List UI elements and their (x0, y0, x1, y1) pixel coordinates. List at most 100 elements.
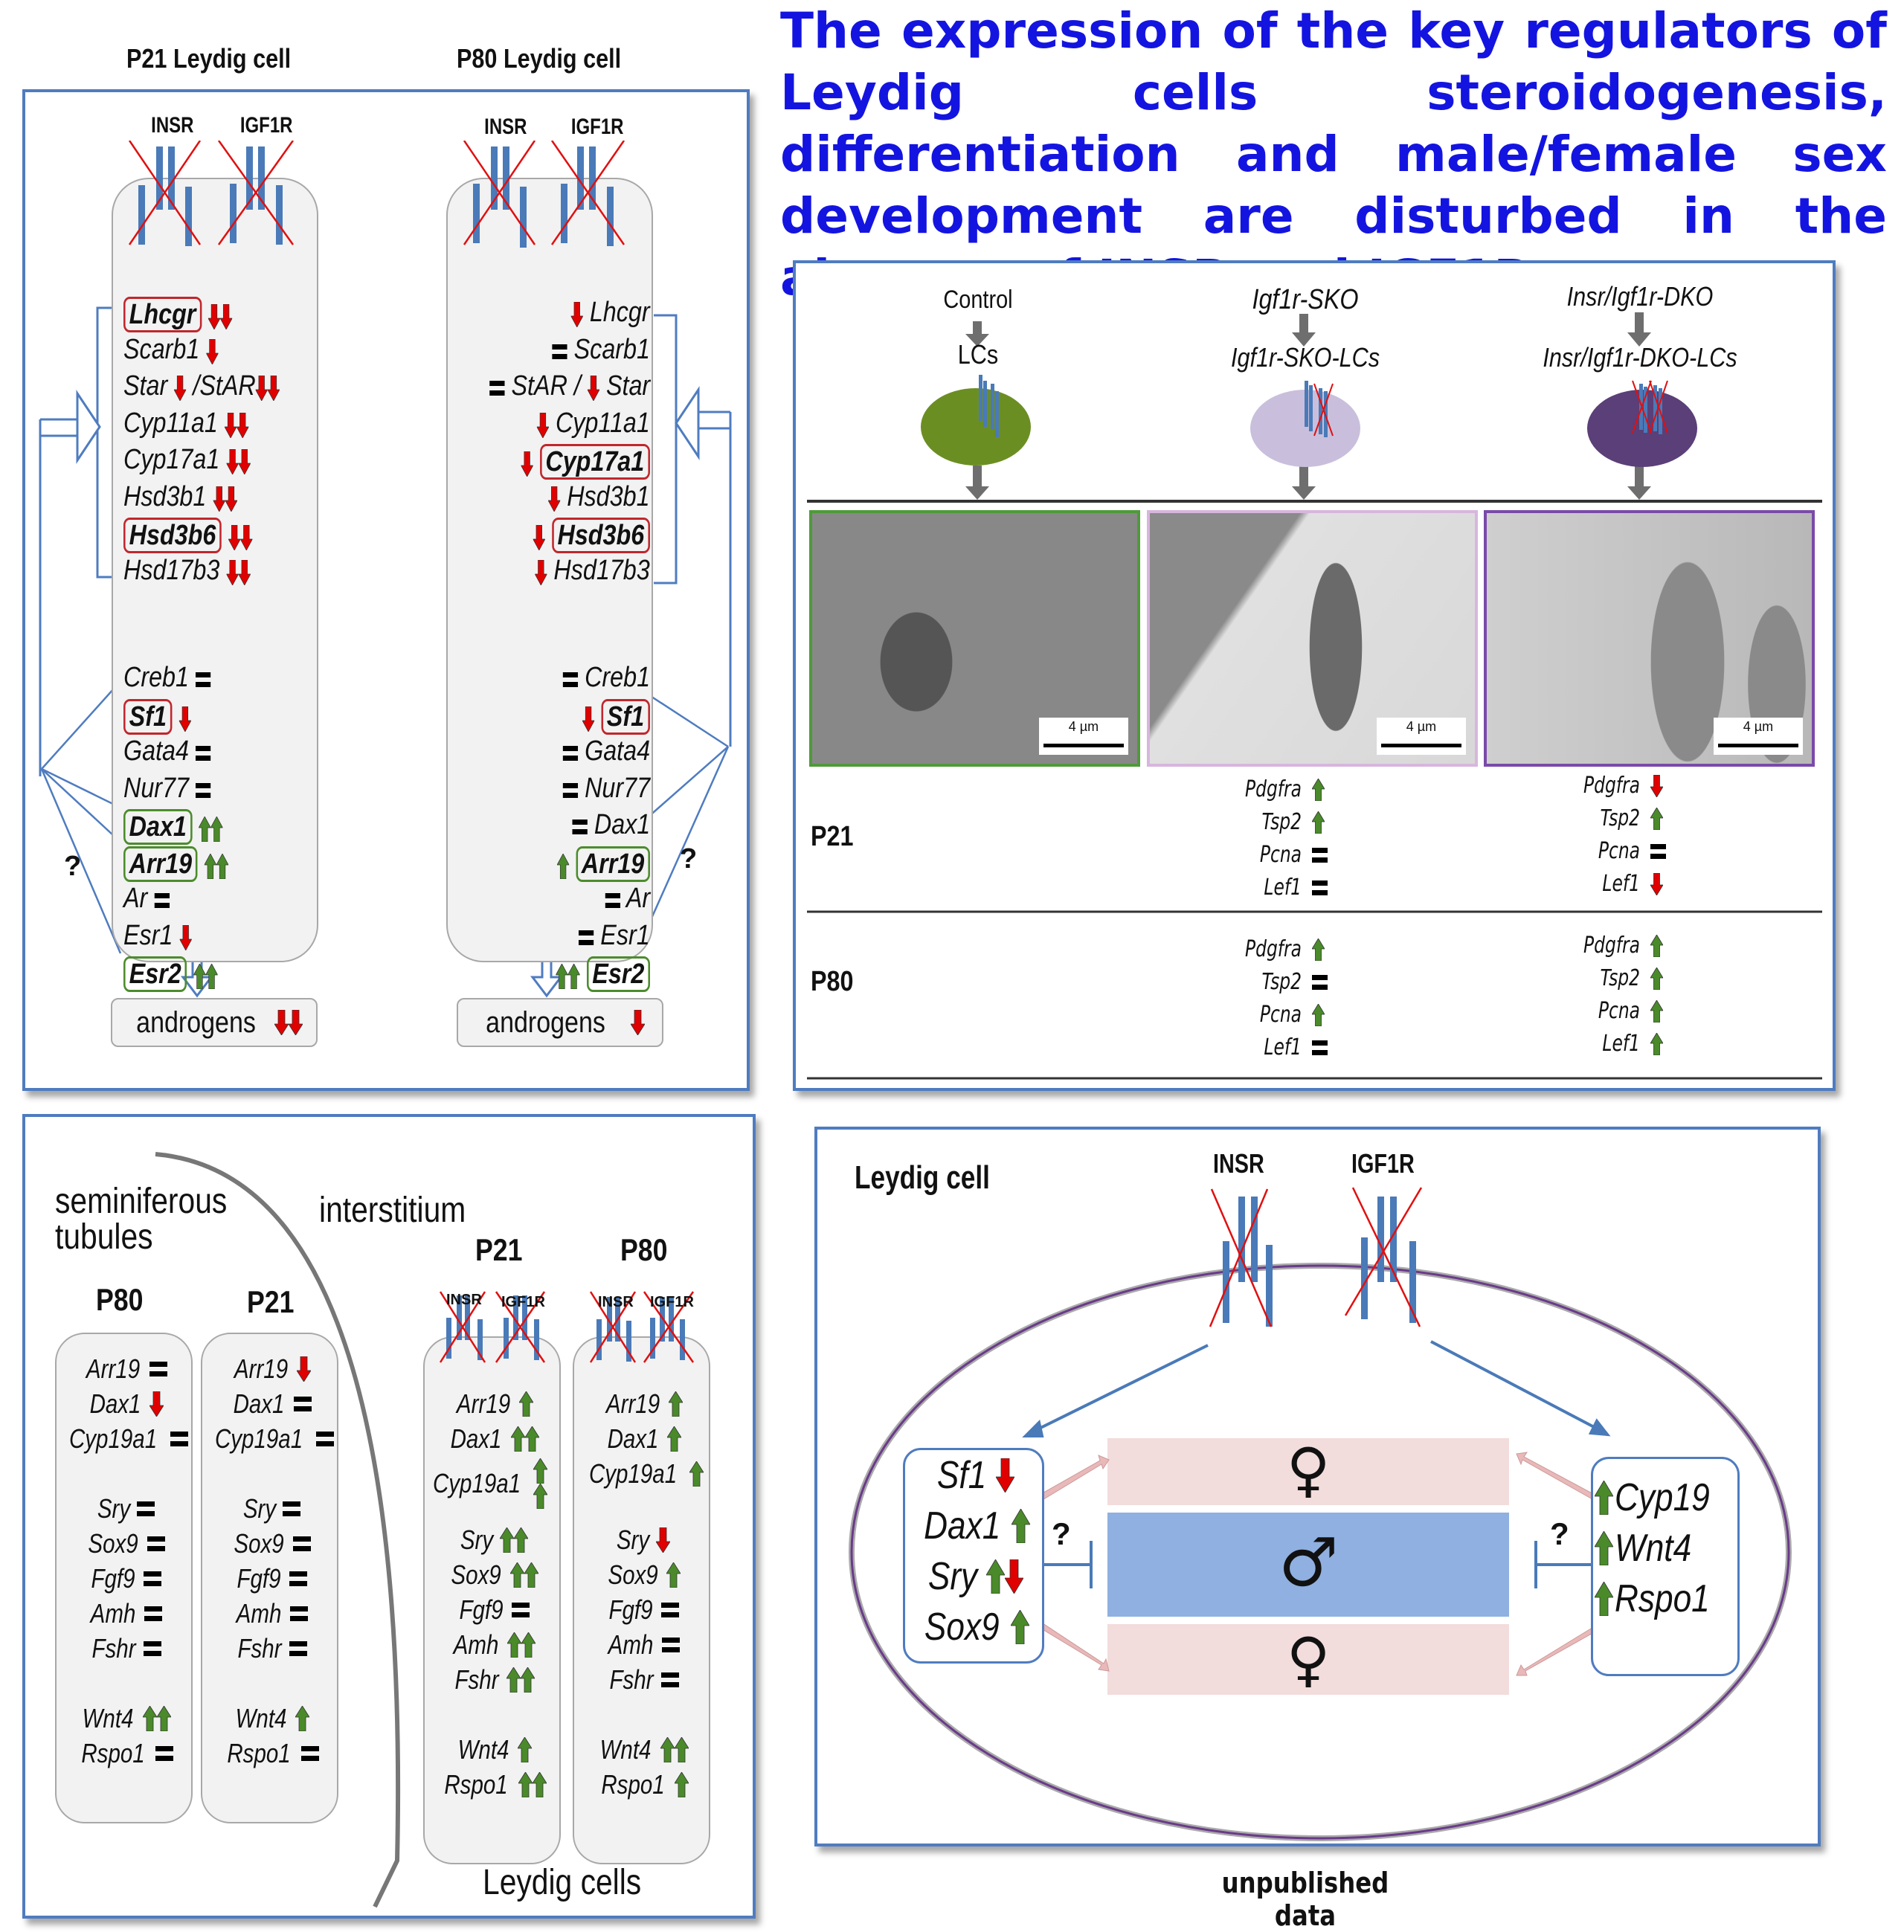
p21-question-mark: ? (64, 851, 82, 882)
equal-icon (154, 883, 170, 915)
gene-row: Sox9 (423, 1559, 561, 1591)
p80-insr-label: INSR (484, 115, 527, 139)
dko-down-arrow-2-icon (1627, 466, 1651, 500)
sko-lcs-label: Igf1r-SKO-LCs (1230, 342, 1380, 373)
gene-name: Rspo1 (601, 1769, 665, 1800)
gene-name: Rspo1 (227, 1738, 292, 1768)
gene-row: Pcna (1183, 842, 1368, 868)
equal-icon (562, 663, 579, 695)
gene-row: Wnt4 (201, 1703, 338, 1734)
double-up-arrow-icon (659, 1736, 689, 1763)
gene-name: Esr1 (600, 919, 650, 951)
gene-row: Pcna (1183, 1002, 1368, 1028)
gene-name: Pcna (1259, 1002, 1302, 1028)
gene-name: Tsp2 (1261, 969, 1302, 995)
gene-name: Lef1 (1264, 1034, 1302, 1060)
sko-down-arrow-1-icon (1292, 314, 1316, 347)
gene-row: Esr1 (579, 920, 650, 953)
gene-name: Fshr (608, 1664, 654, 1696)
up-arrow-icon (1311, 777, 1325, 801)
p80-androgens-label: androgens (486, 1005, 605, 1039)
gene-name: Rspo1 (444, 1769, 509, 1800)
gene-name: Gata4 (123, 735, 190, 767)
down-arrow-icon (630, 1009, 646, 1036)
gene-name: Hsd17b3 (123, 554, 220, 586)
down-arrow-icon (582, 702, 596, 734)
gene-row: Sry (903, 1554, 1044, 1599)
gene-row: Cyp19a1 (573, 1458, 710, 1490)
double-down-arrow-icon (224, 408, 249, 440)
gene-row: Cyp19 (1594, 1475, 1743, 1520)
gene-row: Gata4 (562, 735, 650, 768)
gene-row: Wnt4 (55, 1703, 193, 1734)
gene-name: Scarb1 (573, 333, 650, 365)
equal-icon (562, 736, 579, 768)
gene-name: Lef1 (1602, 871, 1640, 897)
gene-row: Arr19 (423, 1388, 561, 1420)
gene-row: Amh (423, 1629, 561, 1661)
gene-row: Pdgfra (1521, 933, 1707, 959)
gene-name: Arr19 (86, 1353, 141, 1384)
gene-name: Esr1 (123, 919, 173, 951)
gene-name: Tsp2 (1600, 965, 1640, 991)
gene-row: Dax1 (201, 1388, 338, 1420)
double-down-arrow-icon (208, 300, 233, 332)
control-em-micrograph: 4 µm (809, 510, 1140, 767)
dko-scale-bar: 4 µm (1714, 718, 1803, 755)
gene-name: Pdgfra (1244, 776, 1302, 802)
gene-name: Lhcgr (123, 297, 202, 332)
gene-name: Ar (123, 883, 148, 914)
equal-icon (579, 921, 594, 953)
equal-icon (289, 1566, 307, 1591)
gene-name: Star (605, 370, 650, 402)
gene-row: Pdgfra (1521, 773, 1707, 799)
p80-steroid-bracket (654, 314, 678, 585)
gene-name: Pdgfra (1244, 936, 1302, 962)
up-arrow-icon (1311, 937, 1325, 961)
double-up-arrow-icon (517, 1771, 547, 1798)
equal-icon (292, 1531, 311, 1556)
gene-row: Fshr (423, 1664, 561, 1696)
up-arrow-icon (1594, 1581, 1614, 1617)
down-arrow-icon (178, 702, 192, 734)
up-arrow-icon (295, 1705, 310, 1732)
gene-row: Rspo1 (423, 1769, 561, 1800)
gene-row: Cyp17a1 (123, 444, 251, 477)
panel-b-graphics (807, 312, 1822, 1080)
gene-name: Wnt4 (83, 1703, 134, 1733)
equal-icon (661, 1632, 680, 1658)
right-question-mark: ? (1550, 1516, 1569, 1551)
gene-row: Fshr (201, 1633, 338, 1664)
gene-row: Wnt4 (1594, 1526, 1743, 1571)
down-arrow-icon (533, 521, 546, 553)
gene-row: Fgf9 (201, 1563, 338, 1594)
leydig-p80-insr-label: INSR (598, 1294, 634, 1310)
double-down-arrow-icon (255, 371, 280, 403)
group-arrows (965, 312, 1651, 500)
up-arrow-icon (1650, 933, 1664, 957)
igf1r-label: IGF1R (1351, 1148, 1415, 1179)
gene-row: Cyp19a1 (55, 1423, 193, 1455)
gene-row: Fshr (55, 1633, 193, 1664)
pink-arrows (1034, 1452, 1608, 1676)
gene-name: Amh (91, 1598, 136, 1629)
down-arrow-icon (296, 1356, 312, 1382)
equal-icon (149, 1356, 167, 1382)
equal-icon (195, 663, 211, 695)
gene-name: Sox9 (451, 1559, 502, 1591)
col-header-tubule-p21: P21 (247, 1284, 295, 1319)
gene-row: Creb1 (562, 662, 650, 695)
down-arrow-icon (1650, 774, 1664, 798)
double-up-arrow-icon (509, 1426, 540, 1452)
equal-icon (293, 1391, 312, 1417)
down-arrow-icon (178, 921, 193, 953)
gene-row: Tsp2 (1521, 965, 1707, 991)
gene-row: Fgf9 (423, 1594, 561, 1626)
androgens-down2-icon (273, 1009, 303, 1036)
down-arrow-icon (655, 1527, 671, 1554)
p80-to-androgens-arrow-icon (530, 959, 564, 998)
gene-name: Cyp17a1 (539, 444, 650, 480)
equal-icon (660, 1667, 679, 1693)
double-down-arrow-icon (212, 482, 238, 514)
